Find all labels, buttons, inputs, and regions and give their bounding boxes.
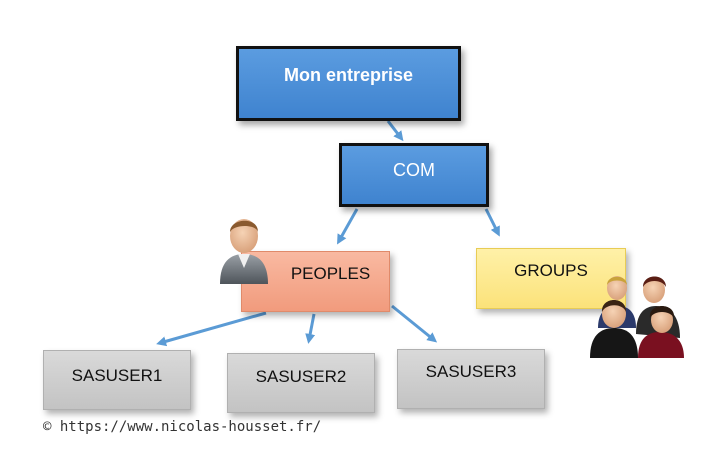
edge-com-groups [484,208,500,237]
node-sasuser1: SASUSER1 [43,350,191,410]
node-groups: GROUPS [476,248,626,309]
person-icon [220,219,268,284]
node-label-groups: GROUPS [514,261,588,280]
node-label-com: COM [393,160,435,180]
node-mon-entreprise: Mon entreprise [236,46,461,121]
edge-com-peoples [337,208,359,245]
edge-root-com [386,120,404,142]
node-label-sasuser3: SASUSER3 [425,362,517,381]
node-label-sasuser1: SASUSER1 [71,366,163,385]
node-label-sasuser2: SASUSER2 [255,367,347,386]
edge-peoples-user2 [305,313,316,344]
node-label-root: Mon entreprise [283,65,414,85]
node-com: COM [339,143,489,207]
edge-peoples-user1 [156,311,267,347]
node-sasuser3: SASUSER3 [397,349,545,409]
node-label-peoples: PEOPLES [290,264,371,283]
edge-peoples-user3 [391,304,438,343]
group-icon [590,276,684,358]
node-sasuser2: SASUSER2 [227,353,375,413]
copyright-text: © https://www.nicolas-housset.fr/ [43,419,322,435]
